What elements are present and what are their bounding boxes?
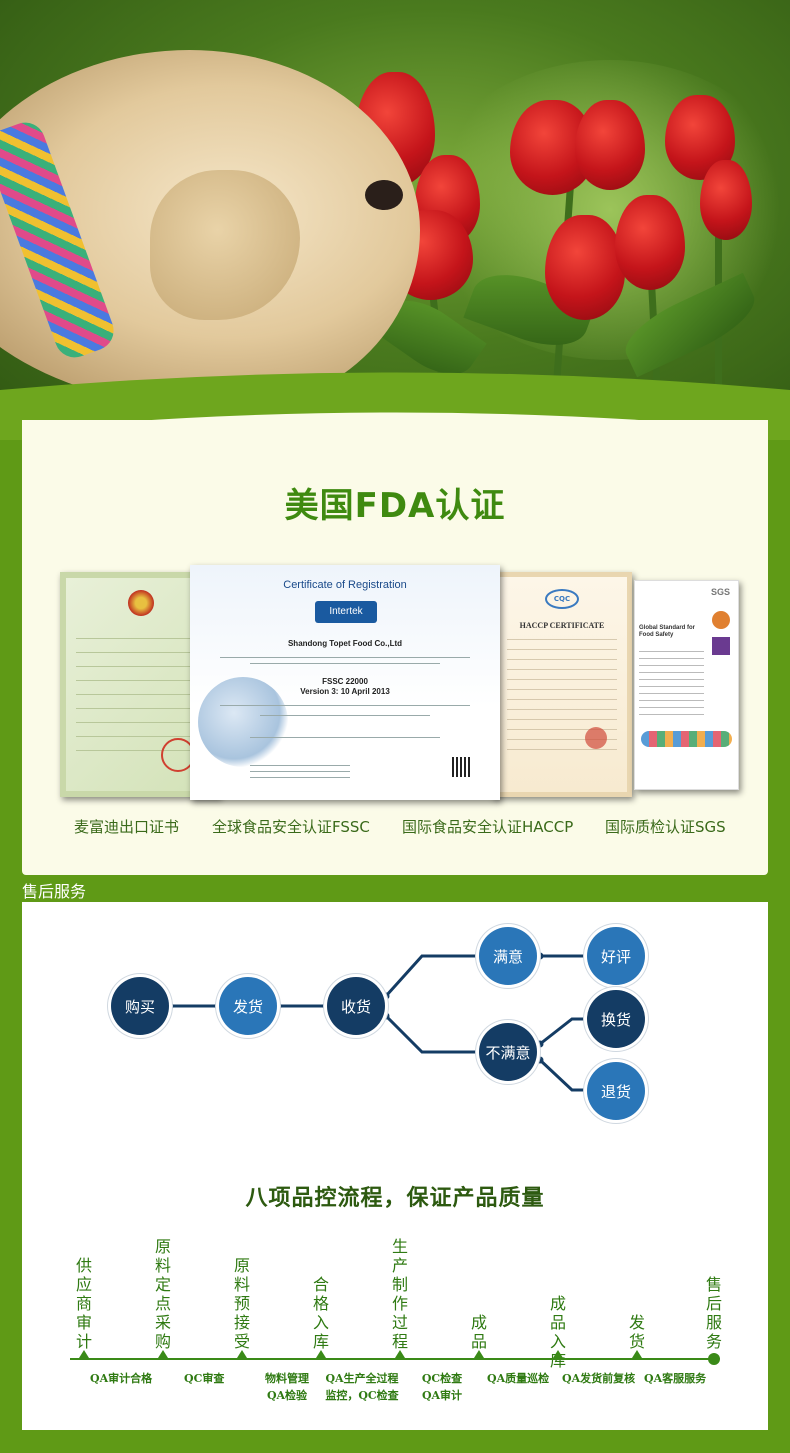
tulip — [700, 160, 752, 240]
quality-title: 八项品控流程，保证产品质量 — [245, 1186, 545, 1211]
caption-haccp: 国际食品安全认证HACCP — [402, 818, 574, 836]
intertek-logo: Intertek — [315, 601, 377, 623]
emblem-icon — [128, 590, 154, 616]
caption-fssc: 全球食品安全认证FSSC — [212, 818, 370, 836]
sgs-certificate-image: SGS Global Standard for Food Safety — [634, 580, 739, 790]
dog-ear — [150, 170, 300, 320]
sgs-heading: Global Standard for Food Safety — [639, 625, 696, 638]
timeline-line — [70, 1358, 715, 1360]
timeline-end-dot — [708, 1353, 720, 1365]
check-qa-preship: QA发货前复核 — [562, 1372, 636, 1385]
haccp-certificate-image: CQC HACCP CERTIFICATE — [492, 572, 632, 797]
dog-nose — [365, 180, 403, 210]
step-raw-material-accept: 原料预接受 — [233, 1256, 250, 1351]
check-qa-customer-service: QA客服服务 — [644, 1372, 707, 1385]
step-supplier-audit: 供应商审计 — [75, 1256, 92, 1351]
check-qa-audit: QA审计合格 — [90, 1372, 153, 1385]
node-return: 退货 — [587, 1062, 645, 1120]
step-finished-product: 成品 — [470, 1313, 487, 1351]
node-satisfied: 满意 — [479, 927, 537, 985]
check-production-monitoring: QA生产全过程监控，QC检查 — [325, 1372, 399, 1402]
globe-icon — [198, 677, 288, 767]
certificate-standard: FSSC 22000 Version 3: 10 April 2013 — [300, 677, 390, 696]
badge-icon — [712, 637, 730, 655]
certificate-heading: Certificate of Registration — [283, 579, 407, 591]
badge-icon — [712, 611, 730, 629]
step-raw-material-purchase: 原料定点采购 — [154, 1237, 171, 1351]
certification-panel: 美国FDA认证 Certificate of Registration Inte… — [22, 420, 768, 875]
after-sales-label: 售后服务 — [22, 882, 87, 901]
caption-sgs: 国际质检认证SGS — [605, 818, 726, 836]
certificate-company: Shandong Topet Food Co.,Ltd — [287, 639, 403, 648]
step-shipping: 发货 — [628, 1313, 645, 1351]
fssc-certificate-image: Certificate of Registration Intertek Sha… — [190, 565, 500, 800]
after-sales-flow: 购买 发货 收货 满意 好评 不满意 换货 退货 — [22, 902, 768, 1142]
sgs-logo: SGS — [710, 587, 730, 597]
caption-export: 麦富迪出口证书 — [74, 818, 180, 836]
quality-timeline: 供应商审计 原料定点采购 原料预接受 合格入库 生产制作过程 成品 成品入库 发… — [22, 1232, 768, 1422]
service-panel: 购买 发货 收货 满意 好评 不满意 换货 退货 八项品控流程，保证产品质量 供… — [22, 902, 768, 1430]
haccp-heading: HACCP CERTIFICATE — [519, 621, 605, 630]
seal-icon — [585, 727, 607, 749]
tulip — [615, 195, 685, 290]
node-receive: 收货 — [327, 977, 385, 1035]
qr-code-icon — [452, 757, 472, 777]
ribbon-decoration — [641, 731, 732, 747]
node-good-review: 好评 — [587, 927, 645, 985]
node-unsatisfied: 不满意 — [479, 1023, 537, 1081]
node-exchange: 换货 — [587, 990, 645, 1048]
tulip — [545, 215, 625, 320]
node-buy: 购买 — [111, 977, 169, 1035]
fda-title: 美国FDA认证 — [284, 486, 506, 526]
step-qualified-storage: 合格入库 — [312, 1275, 329, 1351]
check-qa-patrol: QA质量巡检 — [487, 1372, 550, 1385]
hero-image — [0, 0, 790, 440]
cqc-logo: CQC — [545, 589, 579, 609]
step-after-sales: 售后服务 — [705, 1275, 722, 1351]
tulip — [575, 100, 645, 190]
step-production: 生产制作过程 — [391, 1237, 408, 1351]
check-qc-review: QC审查 — [184, 1372, 225, 1385]
node-ship: 发货 — [219, 977, 277, 1035]
flow-connectors — [166, 952, 592, 1094]
